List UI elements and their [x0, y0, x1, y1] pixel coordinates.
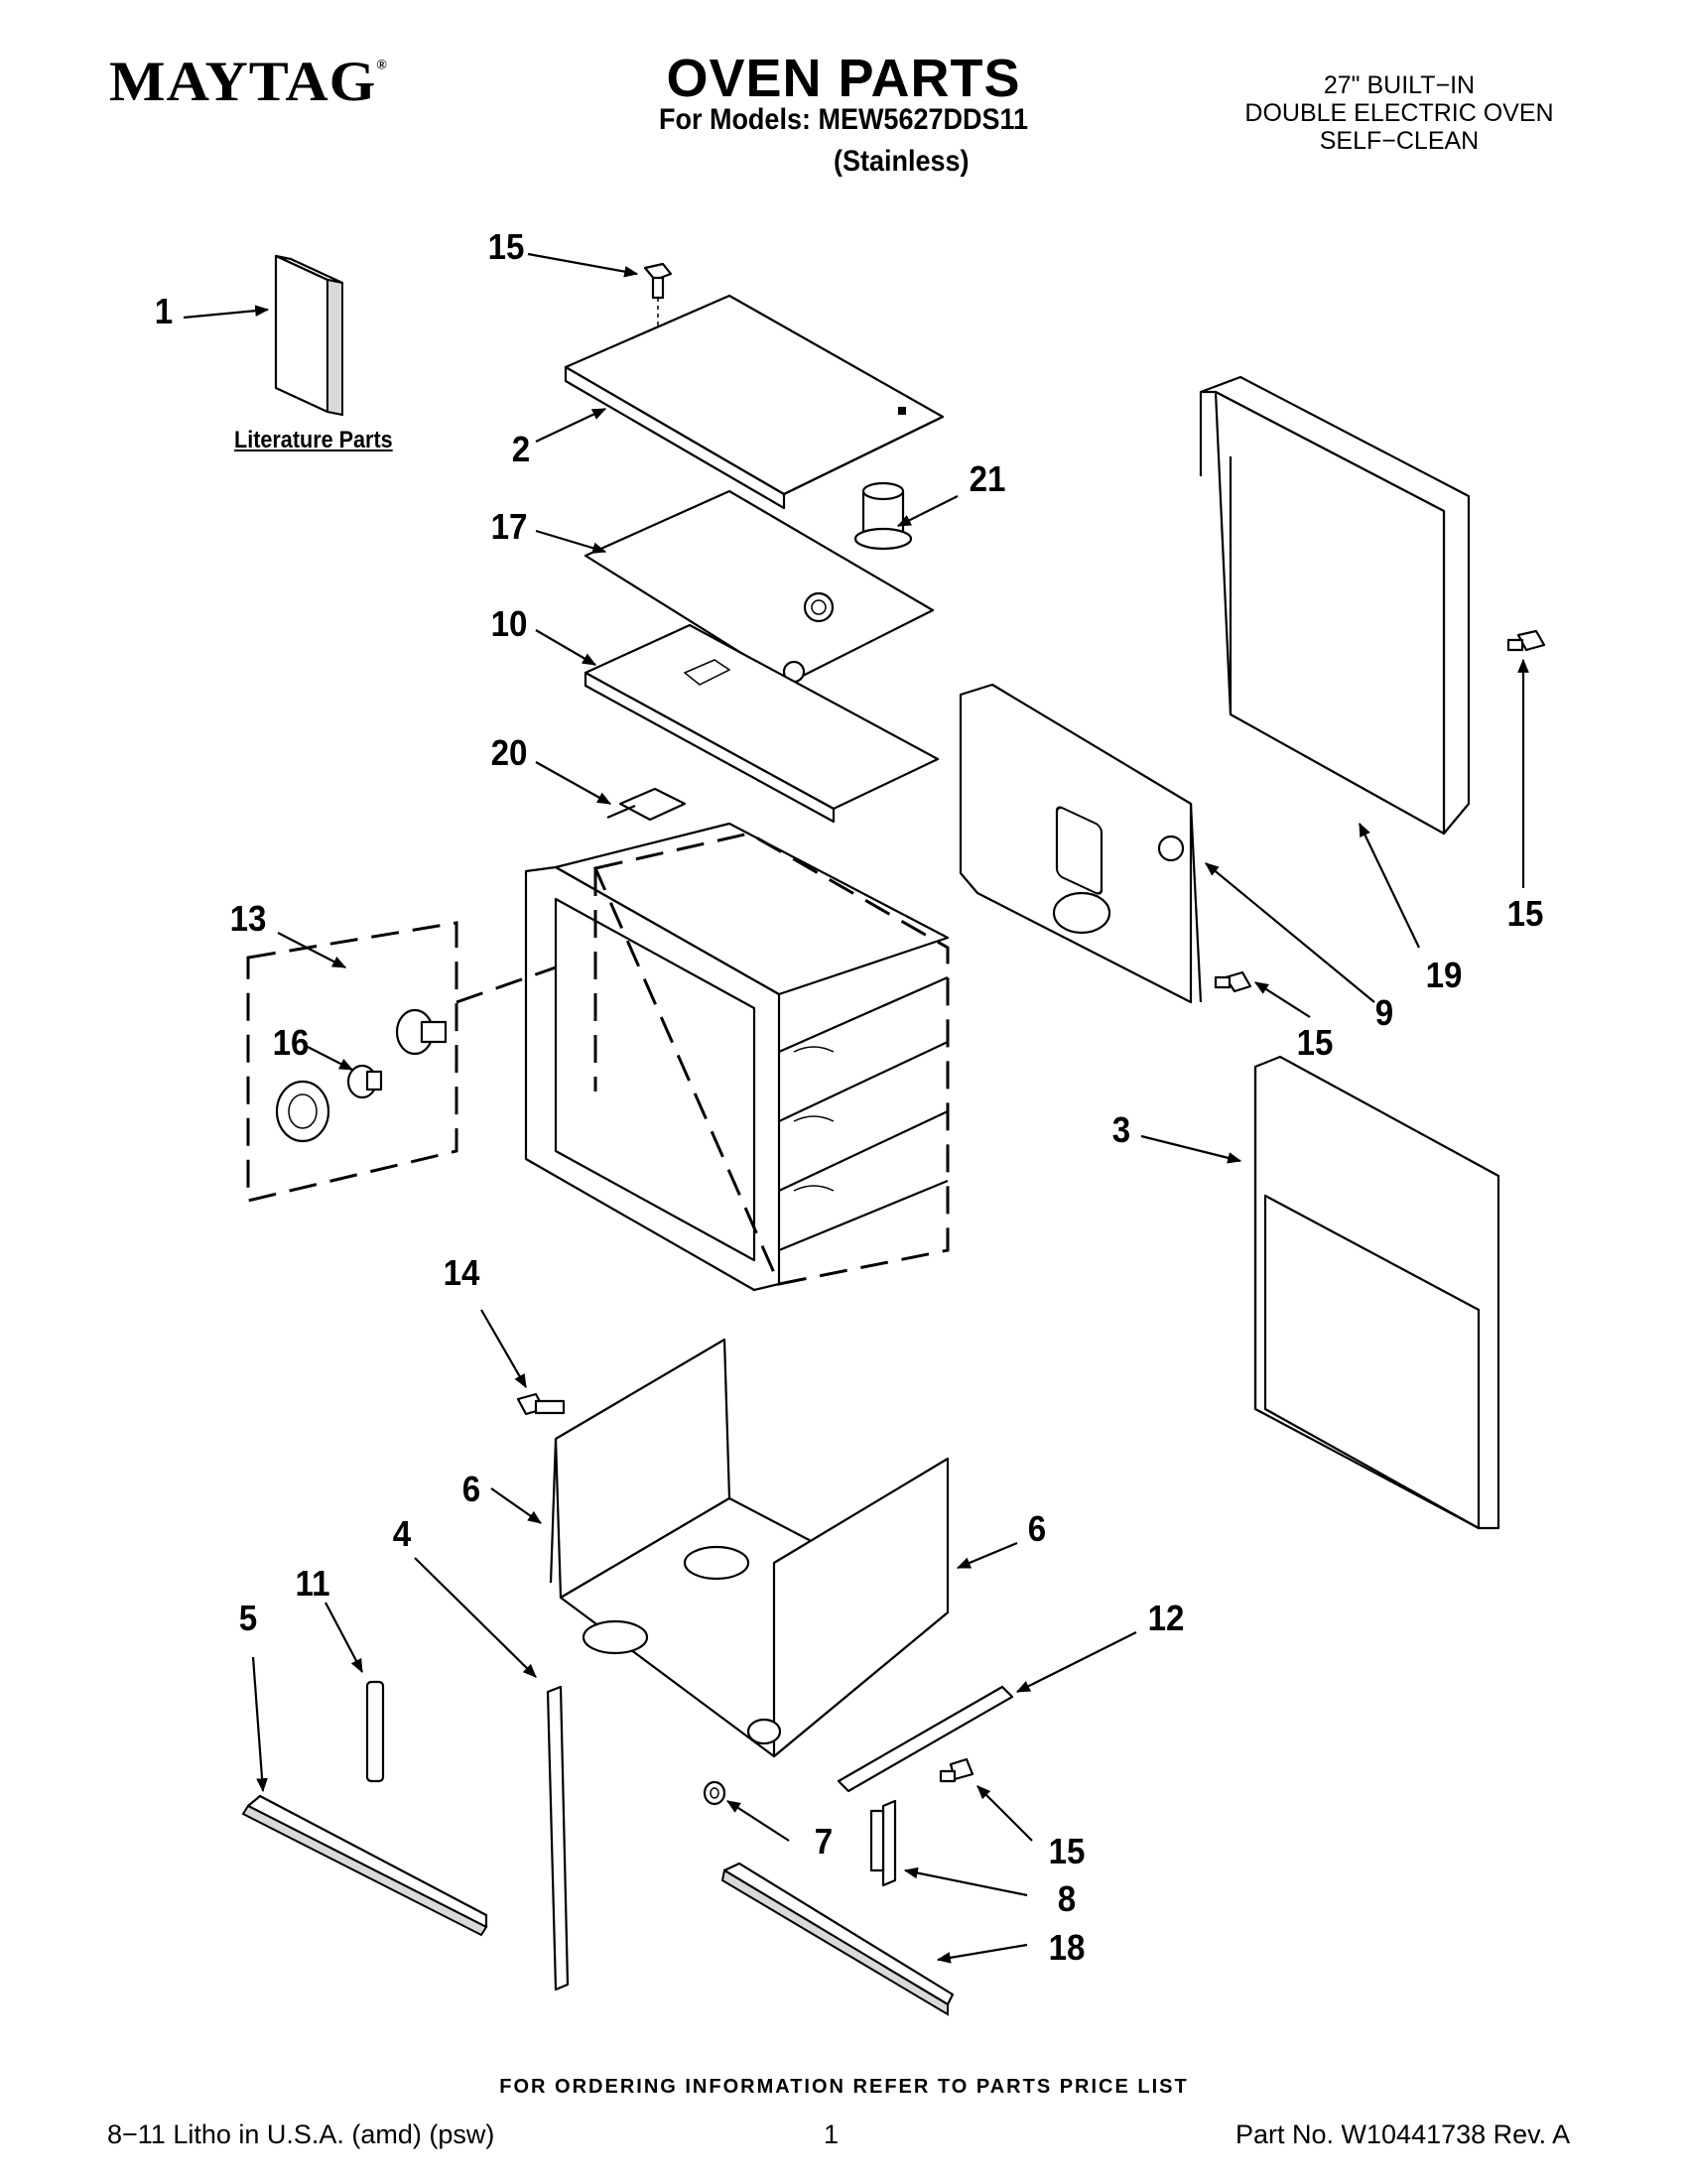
bottom-rail	[720, 1862, 955, 2016]
callout-15-lower: 15	[1048, 1831, 1086, 1871]
trim-strap	[365, 1680, 385, 1783]
callout-21: 21	[969, 458, 1006, 499]
screw-lower	[939, 1757, 974, 1783]
model-number: For Models: MEW5627DDS11	[658, 103, 1029, 136]
vent-tube	[853, 481, 913, 551]
hinge-receiver	[869, 1799, 897, 1887]
light-bulb	[346, 1064, 383, 1099]
side-panel	[1253, 1055, 1500, 1530]
cavity-bolt	[516, 1392, 566, 1416]
oven-cavity-frame	[524, 822, 950, 1292]
screw-top	[643, 262, 673, 327]
callout-15-top: 15	[487, 226, 525, 267]
vertical-trim	[546, 1685, 570, 1991]
light-lens	[275, 1080, 330, 1143]
ordering-note: FOR ORDERING INFORMATION REFER TO PARTS …	[499, 2076, 1189, 2098]
callout-20: 20	[490, 732, 528, 773]
side-wrap-panel	[1199, 375, 1471, 835]
insulation-panel	[584, 623, 940, 824]
rear-panel	[959, 683, 1203, 1004]
callout-13: 13	[229, 898, 267, 939]
callout-3: 3	[1111, 1109, 1131, 1150]
spec-line-3: SELF−CLEAN	[1319, 127, 1480, 155]
callout-6-left: 6	[461, 1469, 481, 1509]
chassis-wrapper	[549, 1338, 950, 1758]
literature-booklet	[274, 254, 344, 417]
callout-10: 10	[490, 603, 528, 644]
callout-19: 19	[1425, 955, 1463, 995]
callout-6-right: 6	[1027, 1508, 1047, 1549]
callout-15-rear: 15	[1296, 1022, 1334, 1063]
callout-15-right: 15	[1506, 893, 1544, 934]
callout-8: 8	[1057, 1878, 1077, 1919]
callout-5: 5	[238, 1598, 258, 1638]
spec-line-2: DOUBLE ELECTRIC OVEN	[1244, 99, 1554, 127]
latch-switch	[606, 787, 687, 822]
part-number: Part No. W10441738 Rev. A	[1235, 2120, 1571, 2149]
callout-2: 2	[511, 429, 531, 469]
page-number: 1	[824, 2120, 840, 2149]
bottom-trim	[241, 1794, 488, 1937]
screw-side	[1506, 629, 1546, 652]
light-socket	[395, 1008, 448, 1056]
model-finish: (Stainless)	[834, 145, 970, 178]
spec-line-1: 27" BUILT−IN	[1323, 71, 1476, 99]
callout-14: 14	[443, 1252, 480, 1293]
callout-9: 9	[1374, 992, 1394, 1033]
leader-arrows	[183, 252, 1529, 1964]
callout-7: 7	[814, 1821, 834, 1862]
callout-4: 4	[392, 1513, 412, 1554]
brand-logo: MAYTAG®	[109, 50, 388, 113]
heat-shield-panel	[584, 489, 935, 685]
callout-11: 11	[295, 1563, 330, 1604]
callout-17: 17	[490, 506, 528, 547]
litho-info: 8−11 Litho in U.S.A. (amd) (psw)	[107, 2120, 495, 2149]
top-panel	[564, 294, 945, 510]
screw-rear	[1214, 970, 1252, 993]
callout-12: 12	[1147, 1598, 1185, 1638]
callout-16: 16	[272, 1022, 310, 1063]
callout-1: 1	[154, 291, 174, 331]
light-assembly-box	[246, 921, 557, 1203]
literature-parts-label: Literature Parts	[234, 427, 393, 453]
callout-18: 18	[1048, 1927, 1086, 1968]
grommet	[703, 1780, 726, 1806]
slide-rail	[837, 1685, 1014, 1793]
page-title: OVEN PARTS	[666, 49, 1021, 108]
